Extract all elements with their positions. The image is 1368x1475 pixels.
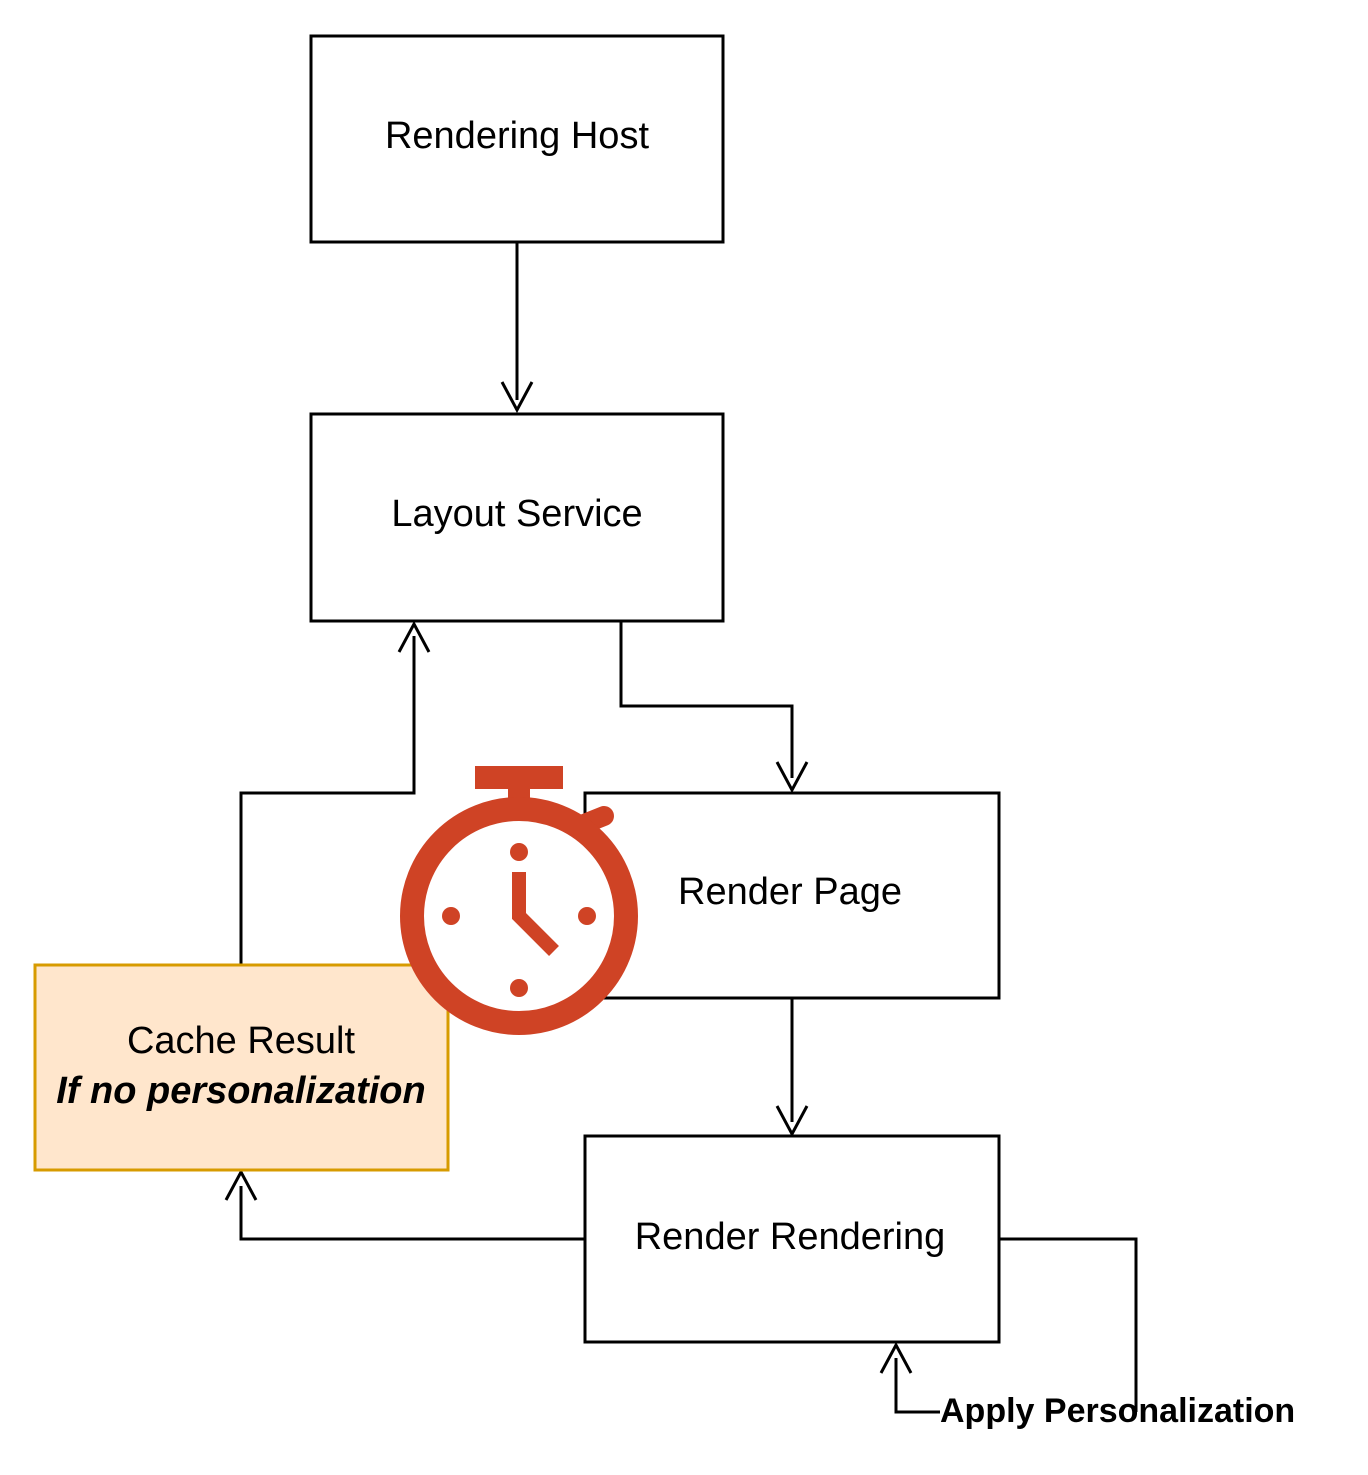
arrowhead-down-render-page (775, 761, 809, 794)
cache-condition-label: If no personalization (56, 1070, 425, 1112)
edge-render-rendering-to-cache (239, 1186, 585, 1241)
cache-result-label: Cache Result (127, 1020, 356, 1062)
edges (239, 242, 1138, 1414)
arrowhead-down-layout (500, 381, 534, 414)
apply-personalization-label: Apply Personalization (940, 1392, 1295, 1430)
edge-apply-personalization-return (894, 1358, 940, 1414)
arrowhead-up-layout (397, 620, 431, 653)
node-render-rendering: Render Rendering (583, 1134, 1001, 1344)
render-rendering-label: Render Rendering (635, 1216, 946, 1258)
arrowhead-up-cache (224, 1168, 258, 1201)
stopwatch-icon (400, 766, 638, 1035)
arrowheads (224, 381, 913, 1374)
layout-service-label: Layout Service (391, 493, 642, 535)
edge-layout-to-render-page (619, 621, 794, 778)
node-rendering-host: Rendering Host (309, 34, 725, 244)
node-layout-service: Layout Service (309, 412, 725, 623)
node-cache-result: Cache Result If no personalization (33, 963, 450, 1172)
edge-cache-to-layout (239, 636, 416, 965)
rendering-host-label: Rendering Host (385, 115, 649, 157)
edge-apply-personalization-loop (999, 1237, 1138, 1412)
render-page-label: Render Page (678, 871, 902, 913)
node-render-page: Render Page (583, 791, 1001, 1000)
arrowhead-down-render-rendering (775, 1105, 809, 1138)
arrowhead-up-render-rendering (879, 1341, 913, 1374)
